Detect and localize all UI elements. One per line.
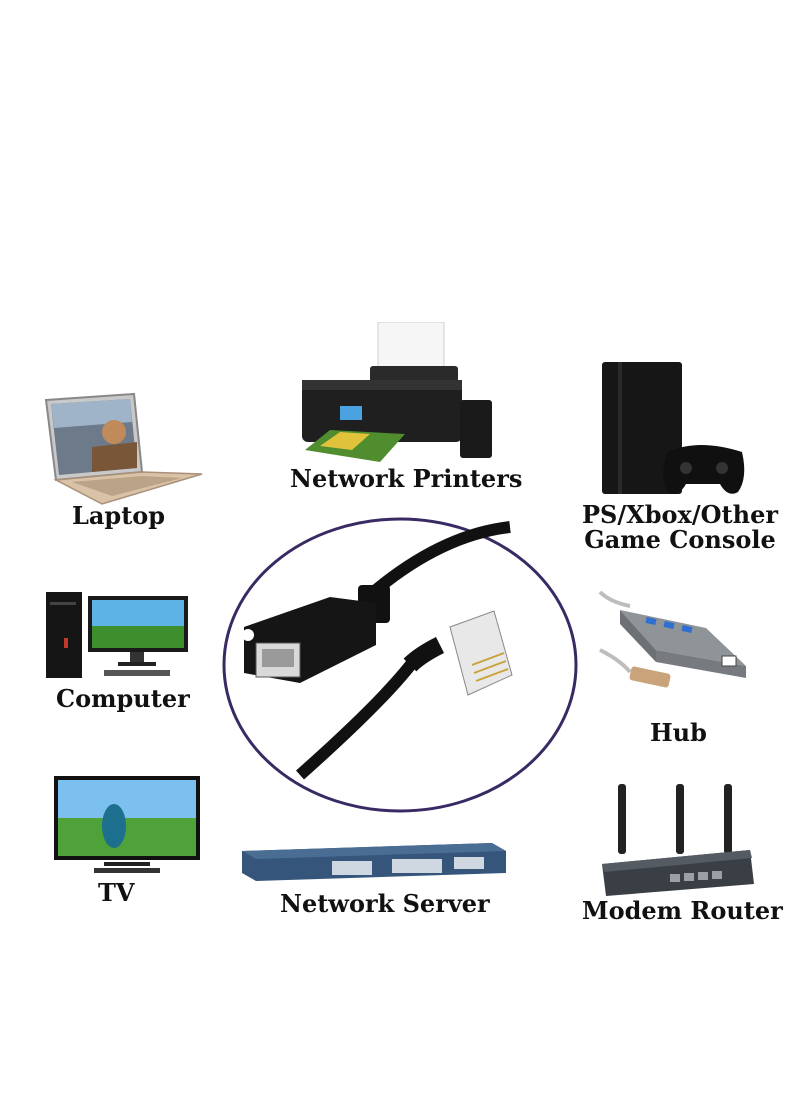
center-cable (220, 515, 580, 815)
network-switch-icon (242, 843, 506, 881)
router-label: Modem Router (582, 896, 783, 925)
server-label: Network Server (280, 889, 490, 918)
desktop-computer-icon (46, 592, 188, 678)
console-label-line1: PS/Xbox/Other (582, 500, 778, 529)
console-device (598, 360, 748, 500)
laptop-icon (44, 392, 203, 505)
console-label-line2: Game Console (584, 525, 776, 555)
tv-icon (54, 776, 200, 873)
router-icon (602, 784, 754, 896)
laptop-device (42, 392, 204, 507)
printer-device (300, 322, 495, 464)
router-device (600, 784, 756, 898)
hub-label: Hub (650, 718, 707, 747)
computer-label: Computer (56, 684, 190, 713)
laptop-label: Laptop (72, 501, 166, 530)
rj45-extension-cable-icon (222, 517, 578, 813)
hub-device (596, 588, 748, 708)
server-device (242, 843, 506, 881)
console-label: PS/Xbox/Other Game Console (582, 500, 778, 555)
printer-icon (302, 322, 492, 462)
tv-device (54, 776, 200, 876)
usb-hub-icon (598, 590, 746, 688)
printer-label: Network Printers (290, 464, 523, 493)
game-console-icon (602, 362, 745, 494)
tv-label: TV (98, 878, 135, 907)
computer-device (46, 592, 192, 678)
